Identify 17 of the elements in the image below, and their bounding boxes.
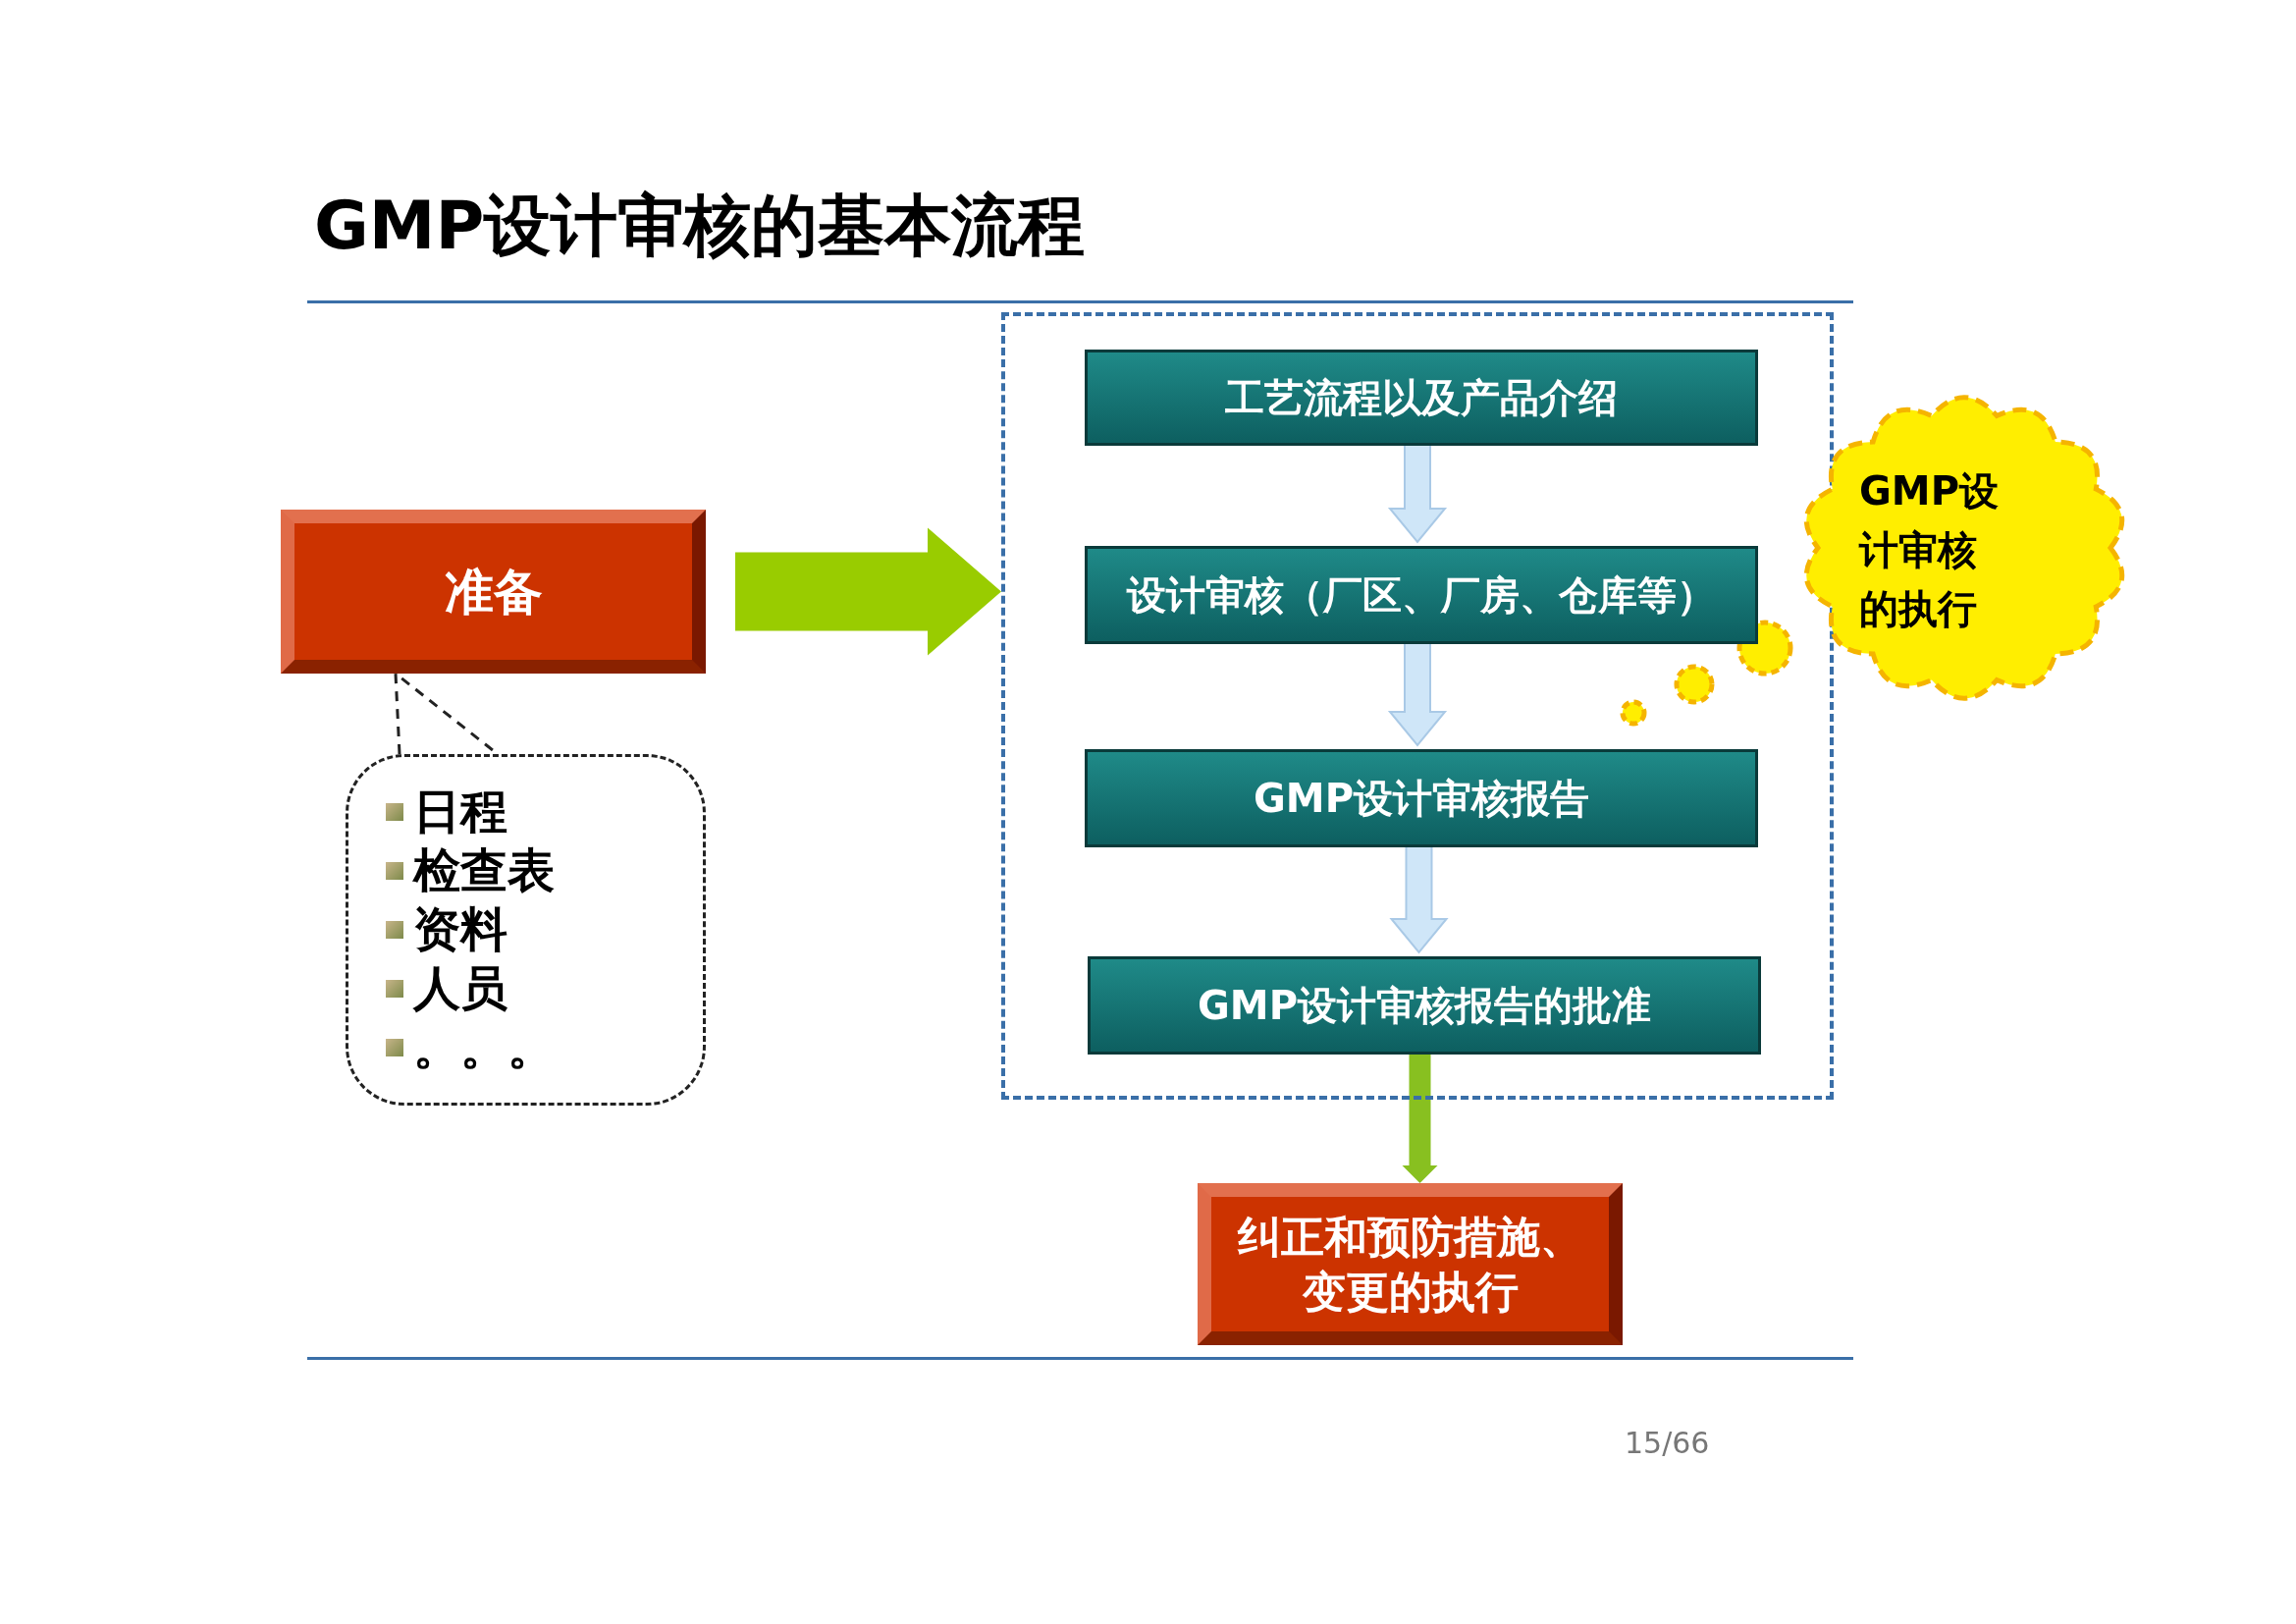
list-item: 日程	[413, 783, 507, 840]
process-box: 准备	[281, 510, 706, 674]
cloud-text: GMP设计审核的执行	[1859, 467, 2000, 633]
callout-bubble	[346, 754, 706, 1106]
page-number: 15/66	[1625, 1426, 1710, 1460]
list-item: 人员	[413, 959, 507, 1017]
process-box: 工艺流程以及产品介绍	[1085, 350, 1758, 446]
list-item: 。。。	[413, 1018, 555, 1076]
dashed-frame	[1001, 312, 1834, 1100]
process-box: 设计审核（厂区、厂房、仓库等）	[1085, 546, 1758, 644]
title: GMP设计审核的基本流程	[314, 186, 1086, 266]
process-box: 纠正和预防措施、变更的执行	[1198, 1183, 1623, 1345]
process-box: GMP设计审核报告	[1085, 749, 1758, 847]
arrow	[735, 527, 1001, 656]
list-item: 检查表	[413, 841, 555, 899]
list-item: 资料	[413, 900, 507, 958]
process-box: GMP设计审核报告的批准	[1088, 956, 1761, 1055]
